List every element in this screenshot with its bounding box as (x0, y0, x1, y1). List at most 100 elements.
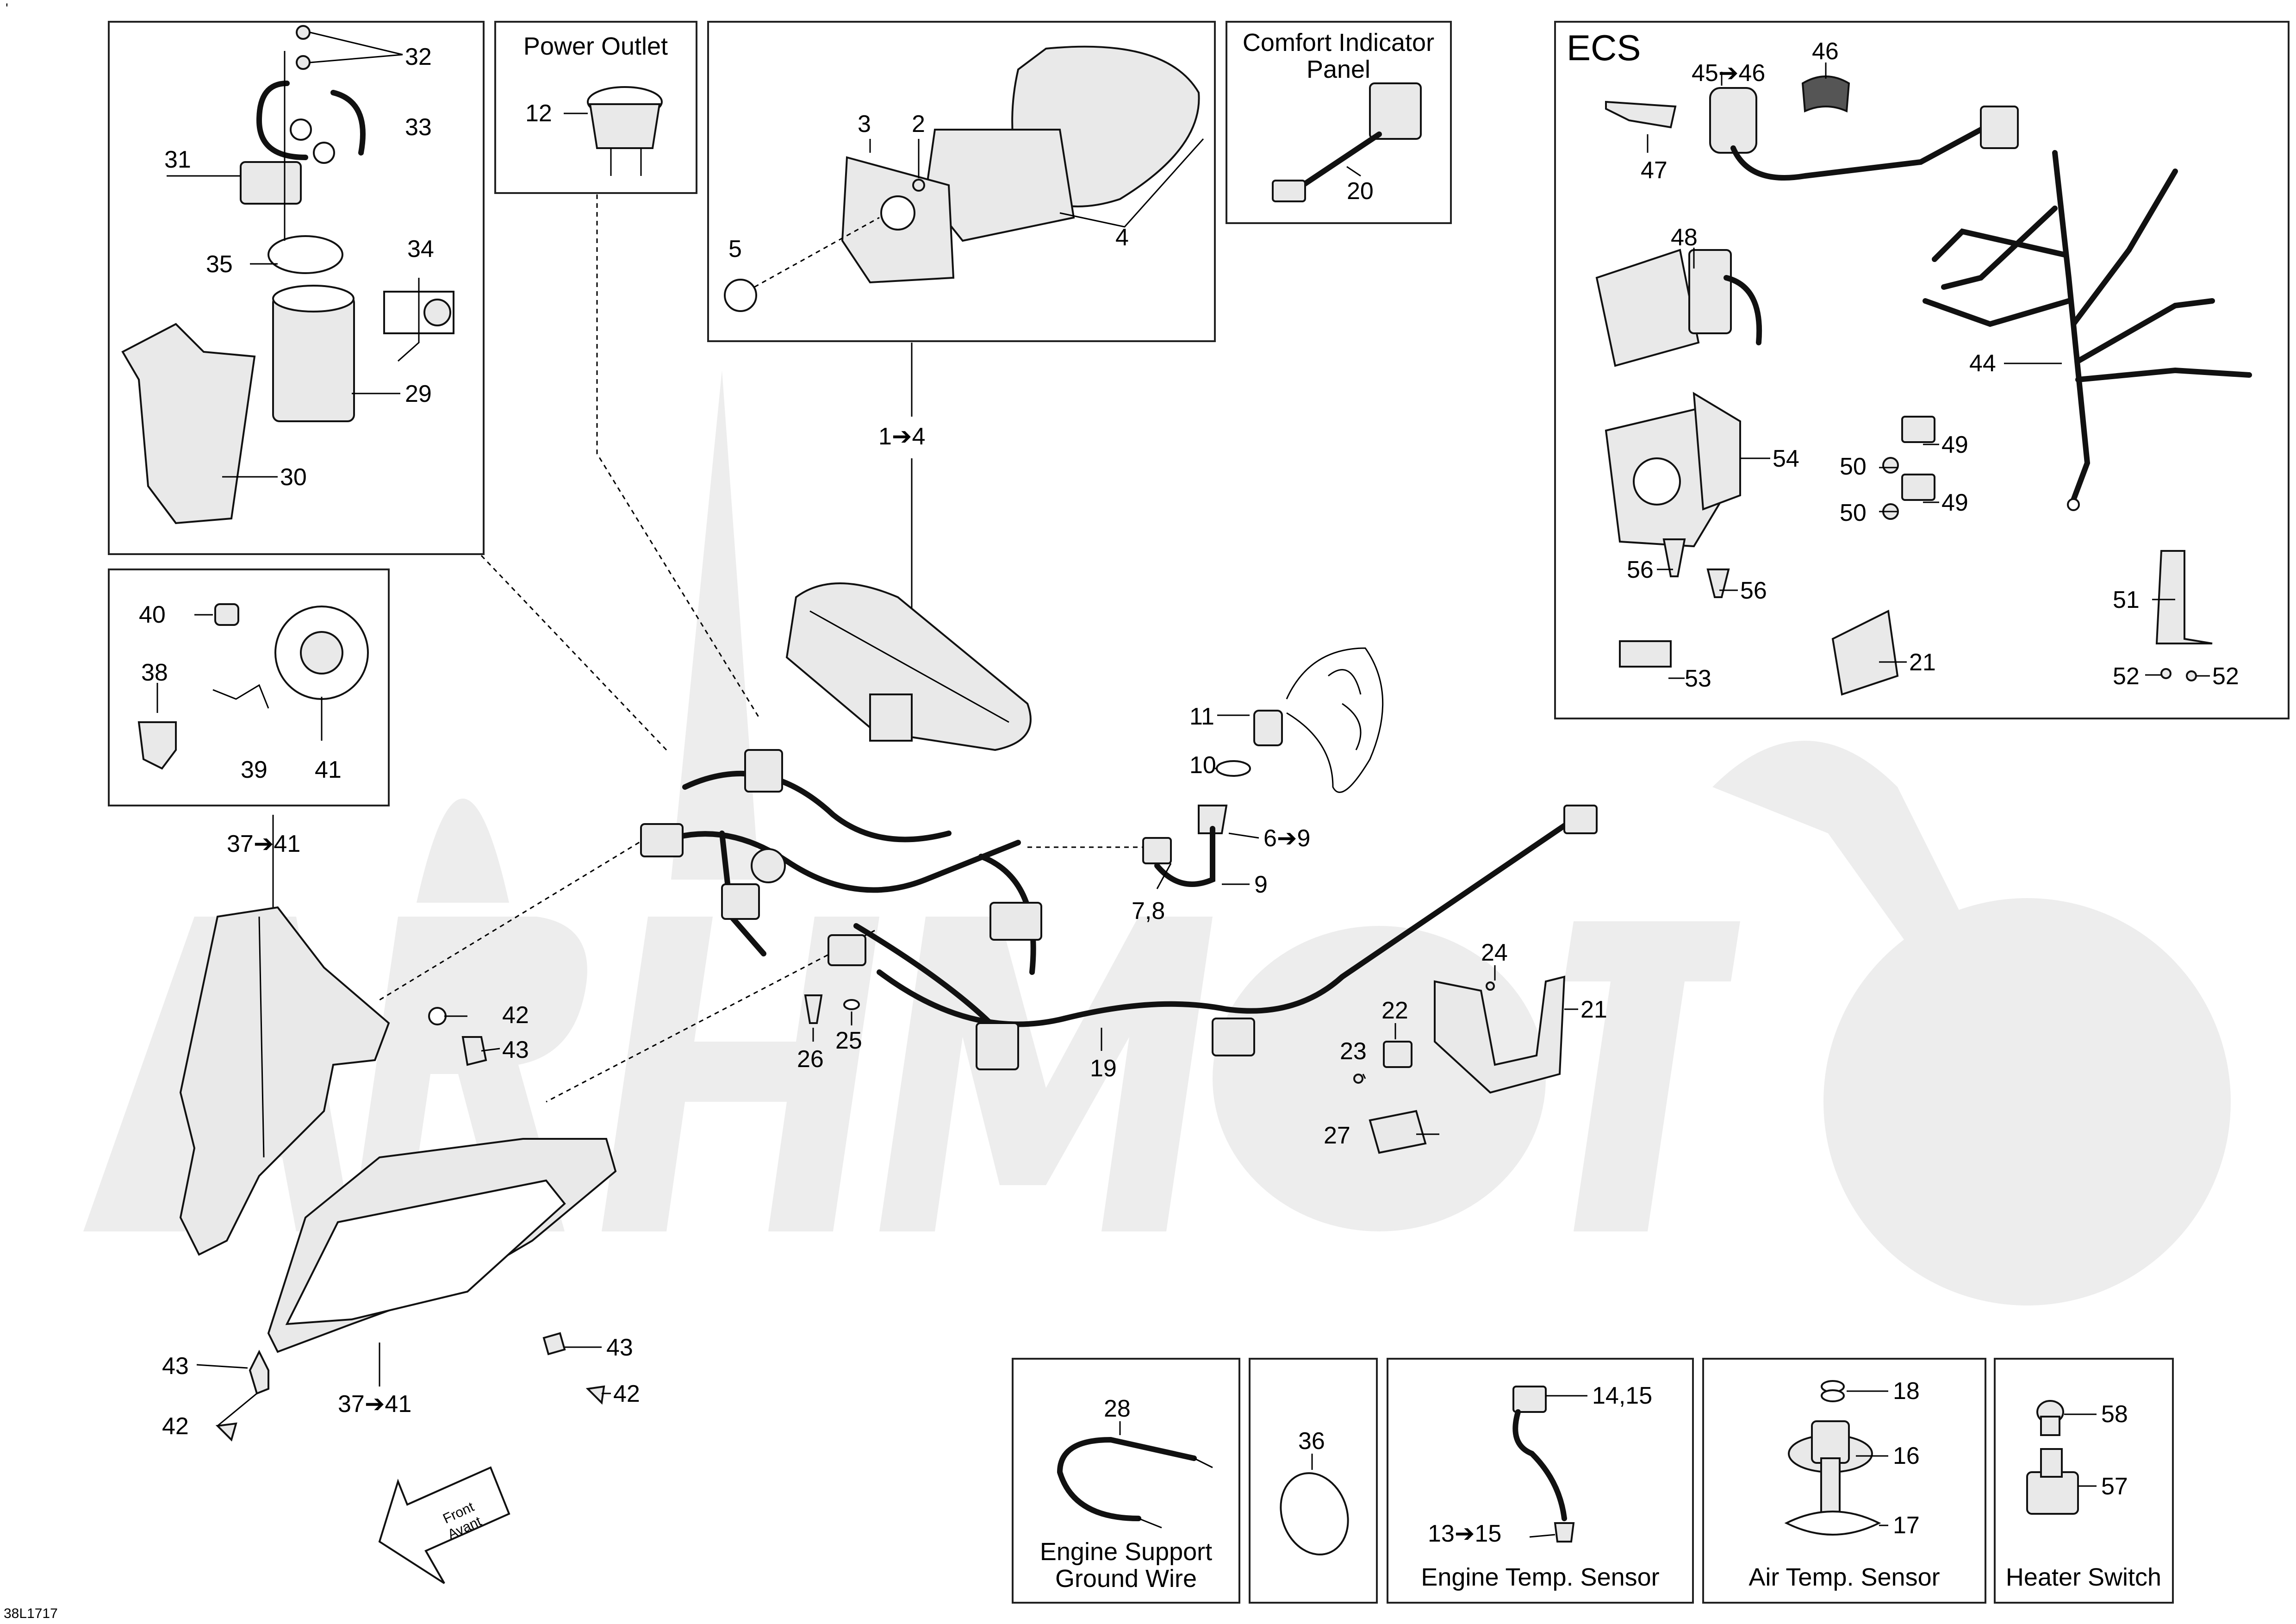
panel-engine-temp (1387, 1358, 1694, 1604)
label-41: 41 (315, 756, 342, 783)
comfort-title-line1: Comfort Indicator (1243, 29, 1434, 56)
label-49b: 49 (1941, 489, 1968, 516)
panel-air-temp (1702, 1358, 1986, 1604)
ground-wire-part (1057, 1421, 1213, 1529)
label-49a: 49 (1941, 431, 1968, 458)
label-52a: 52 (2113, 663, 2140, 690)
panel-clamp (1249, 1358, 1378, 1604)
label-30: 30 (280, 464, 307, 491)
label-11: 11 (1189, 703, 1214, 730)
main-assembly (179, 194, 1598, 1584)
label-51: 51 (2113, 587, 2140, 613)
label-37-41b: 37➔41 (338, 1391, 411, 1418)
label-10: 10 (1189, 752, 1216, 779)
air-temp-title: Air Temp. Sensor (1748, 1563, 1940, 1591)
label-2: 2 (912, 111, 925, 137)
power-outlet-title: Power Outlet (523, 32, 668, 60)
engine-temp-title: Engine Temp. Sensor (1421, 1563, 1659, 1591)
engine-support-title-line1: Engine Support (1040, 1538, 1212, 1566)
label-24: 24 (1481, 939, 1508, 966)
corner-mark: ' (6, 1, 8, 16)
air-temp-sensor-part (1784, 1380, 1888, 1536)
label-25: 25 (835, 1027, 862, 1054)
label-13-15: 13➔15 (1428, 1520, 1501, 1547)
label-3: 3 (858, 111, 871, 137)
panel-headlight-bulb (108, 568, 390, 806)
comfort-indicator-part (1272, 82, 1422, 202)
label-26: 26 (797, 1046, 824, 1073)
panel-heater-switch (1994, 1358, 2174, 1604)
ecs-title: ECS (1567, 27, 1641, 68)
label-58: 58 (2101, 1401, 2128, 1428)
engine-support-title-line2: Ground Wire (1055, 1565, 1197, 1593)
label-16: 16 (1893, 1443, 1920, 1469)
label-14-15: 14,15 (1592, 1382, 1652, 1409)
label-17: 17 (1893, 1512, 1920, 1539)
panel-comfort-indicator (1226, 21, 1452, 224)
label-9: 9 (1254, 871, 1268, 898)
label-19: 19 (1090, 1055, 1117, 1082)
label-28: 28 (1104, 1395, 1131, 1422)
engine-temp-sensor-part (1512, 1386, 1587, 1543)
panel-battery (108, 21, 485, 555)
doc-code: 38L1717 (4, 1606, 58, 1621)
label-52b: 52 (2212, 663, 2239, 690)
label-5: 5 (728, 236, 742, 262)
label-23: 23 (1340, 1038, 1367, 1065)
label-36: 36 (1298, 1428, 1325, 1455)
heater-switch-title: Heater Switch (2006, 1563, 2161, 1591)
cluster-parts (724, 45, 1204, 312)
headlight-bulb-parts (137, 603, 369, 770)
comfort-title-line2: Panel (1307, 56, 1370, 83)
label-35: 35 (206, 251, 233, 278)
battery-parts (121, 25, 454, 525)
label-50a: 50 (1840, 453, 1867, 480)
label-42b: 42 (613, 1380, 640, 1407)
label-56b: 56 (1740, 577, 1767, 604)
panel-ecs (1554, 21, 2290, 719)
label-39: 39 (241, 756, 268, 783)
panel-power-outlet (494, 21, 697, 194)
label-54: 54 (1773, 445, 1799, 472)
label-34: 34 (407, 236, 434, 262)
label-43c: 43 (162, 1353, 189, 1380)
label-47: 47 (1641, 157, 1668, 184)
label-40: 40 (139, 601, 166, 628)
clamp-part (1280, 1454, 1349, 1555)
label-18: 18 (1893, 1378, 1920, 1405)
label-29: 29 (405, 381, 432, 407)
label-22: 22 (1381, 997, 1408, 1024)
label-31: 31 (164, 146, 191, 173)
label-33: 33 (405, 114, 432, 141)
ecs-parts (1595, 62, 2252, 696)
label-27: 27 (1324, 1122, 1350, 1149)
label-45-46: 45➔46 (1692, 60, 1765, 87)
label-48: 48 (1671, 224, 1698, 251)
label-42a: 42 (502, 1002, 529, 1029)
panel-engine-support (1012, 1358, 1240, 1604)
label-44: 44 (1969, 350, 1996, 377)
label-43b: 43 (606, 1334, 633, 1361)
label-21a: 21 (1909, 649, 1936, 676)
label-43a: 43 (502, 1037, 529, 1063)
heater-switch-part (2026, 1400, 2097, 1515)
label-56a: 56 (1627, 556, 1654, 583)
label-7-8: 7,8 (1132, 898, 1165, 924)
power-outlet-part (564, 86, 663, 176)
label-38: 38 (141, 659, 168, 686)
label-37-41a: 37➔41 (227, 831, 300, 857)
label-12: 12 (525, 100, 552, 127)
label-4: 4 (1115, 224, 1129, 251)
label-46: 46 (1812, 38, 1839, 65)
label-57: 57 (2101, 1473, 2128, 1500)
label-21b: 21 (1580, 996, 1607, 1023)
label-53: 53 (1685, 665, 1711, 692)
panel-cluster (707, 21, 1216, 342)
label-42c: 42 (162, 1413, 189, 1440)
label-6-9: 6➔9 (1263, 825, 1310, 852)
label-1-4: 1➔4 (878, 423, 925, 450)
label-32: 32 (405, 44, 432, 70)
label-50b: 50 (1840, 500, 1867, 526)
label-20: 20 (1347, 178, 1374, 205)
